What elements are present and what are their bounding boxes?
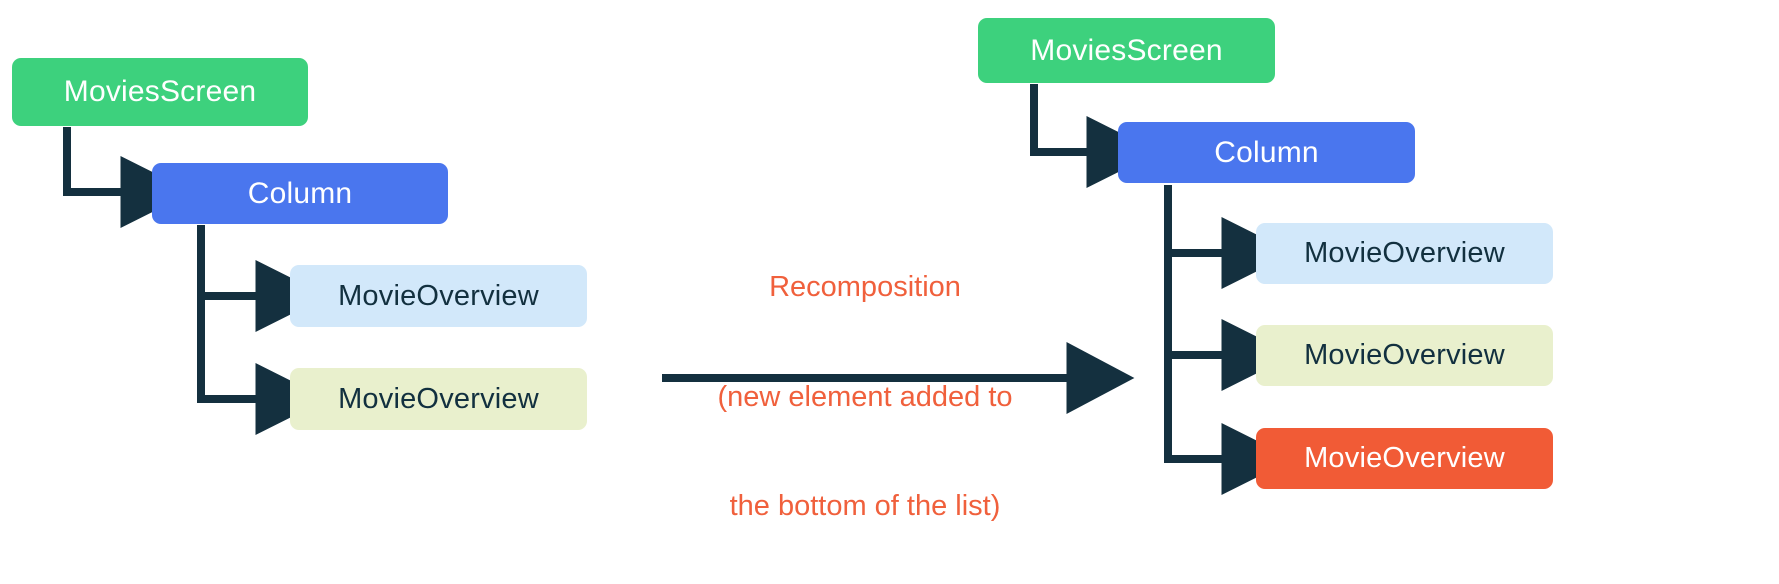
connector-after-screen-to-column: [1030, 84, 1159, 188]
before-node-movies-screen[interactable]: MoviesScreen: [12, 58, 308, 126]
before-node-movie-overview-2[interactable]: MovieOverview: [290, 368, 587, 430]
connector-before-screen-to-column: [63, 127, 193, 228]
after-node-movies-screen[interactable]: MoviesScreen: [978, 18, 1275, 83]
transition-caption-line-1: Recomposition: [769, 271, 961, 304]
after-node-movie-overview-3-new[interactable]: MovieOverview: [1256, 428, 1553, 489]
after-node-movie-overview-1[interactable]: MovieOverview: [1256, 223, 1553, 284]
connector-before-column-to-child-1: [197, 225, 328, 332]
after-node-column[interactable]: Column: [1118, 122, 1415, 183]
connector-after-column-to-child-2: [1164, 249, 1294, 391]
after-node-movie-overview-2[interactable]: MovieOverview: [1256, 325, 1553, 386]
connector-before-column-to-child-2: [197, 292, 328, 435]
transition-caption: Recomposition (new element added to the …: [645, 196, 1085, 584]
connector-after-column-to-child-1: [1164, 185, 1294, 289]
transition-caption-line-3: the bottom of the list): [729, 490, 1001, 523]
before-node-column[interactable]: Column: [152, 163, 448, 224]
before-node-movie-overview-1[interactable]: MovieOverview: [290, 265, 587, 327]
transition-caption-line-2: (new element added to: [717, 380, 1013, 413]
connector-after-column-to-child-3: [1164, 351, 1294, 495]
